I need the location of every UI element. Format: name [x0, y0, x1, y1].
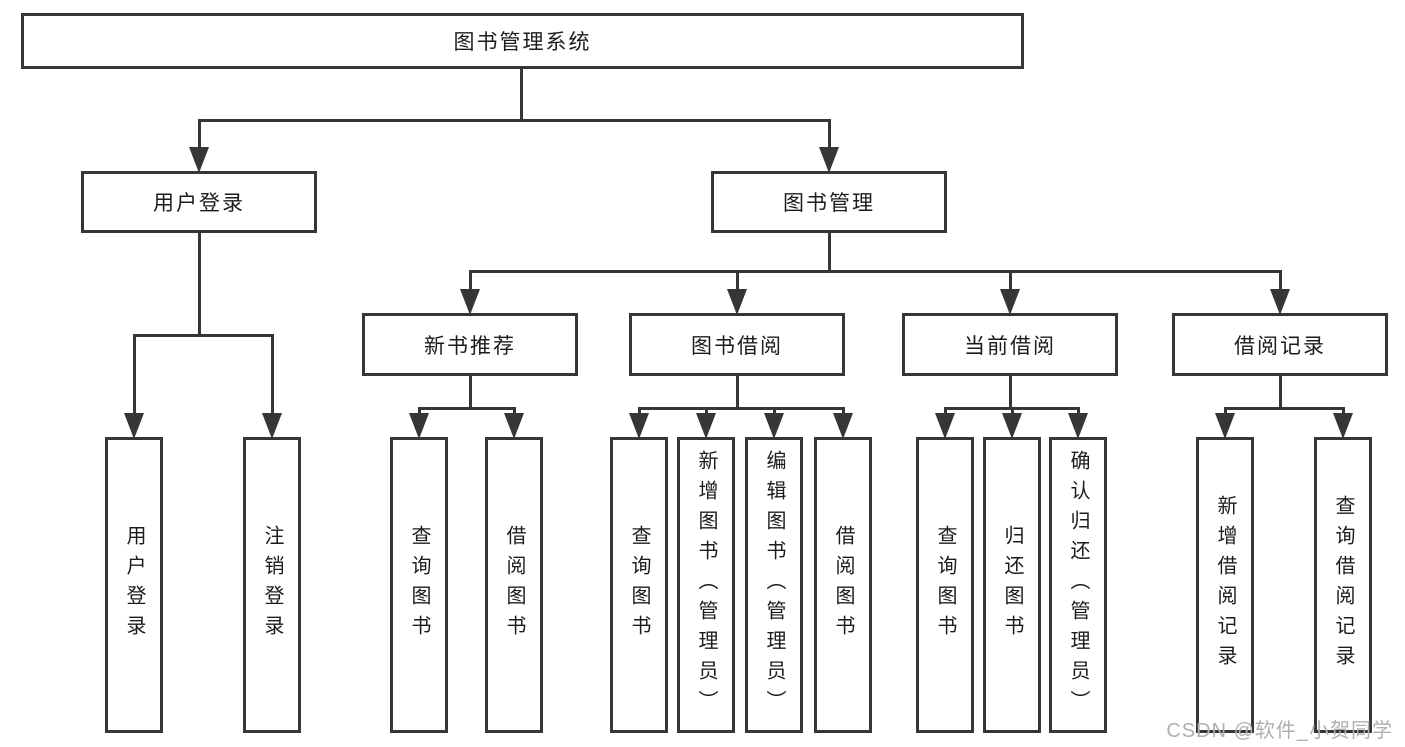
leaf-records-add-record-label: 新增借阅记录: [1214, 495, 1236, 675]
leaf-logout: 注销登录: [243, 437, 301, 733]
connector-line: [1279, 376, 1282, 409]
leaf-current-confirm-return-admin-label: 确认归还（管理员）: [1067, 450, 1089, 720]
leaf-borrow-borrow-books: 借阅图书: [814, 437, 872, 733]
watermark: CSDN @软件_小贺同学: [1166, 720, 1393, 742]
arrowhead-down-icon: [1215, 413, 1235, 439]
connector-line: [1009, 270, 1012, 291]
node-user-login: 用户登录: [81, 171, 317, 233]
leaf-logout-label: 注销登录: [261, 525, 283, 645]
connector-line: [736, 270, 739, 291]
arrowhead-down-icon: [764, 413, 784, 439]
node-current-borrow-label: 当前借阅: [964, 334, 1056, 358]
leaf-user-login-label: 用户登录: [123, 525, 145, 645]
node-new-book-recommend-label: 新书推荐: [424, 334, 516, 358]
node-system-root: 图书管理系统: [21, 13, 1024, 69]
leaf-records-query-record: 查询借阅记录: [1314, 437, 1372, 733]
arrowhead-down-icon: [1002, 413, 1022, 439]
leaf-current-return-books: 归还图书: [983, 437, 1041, 733]
connector-line: [198, 119, 201, 149]
arrowhead-down-icon: [409, 413, 429, 439]
arrowhead-down-icon: [696, 413, 716, 439]
leaf-recommend-query-books: 查询图书: [390, 437, 448, 733]
connector-line: [705, 407, 708, 415]
leaf-current-query-books-label: 查询图书: [934, 525, 956, 645]
node-borrow-records: 借阅记录: [1172, 313, 1388, 376]
node-book-management-label: 图书管理: [783, 192, 875, 215]
arrowhead-down-icon: [1333, 413, 1353, 439]
leaf-borrow-query-books: 查询图书: [610, 437, 668, 733]
arrowhead-down-icon: [1270, 289, 1290, 315]
leaf-borrow-add-books-admin-label: 新增图书（管理员）: [695, 450, 717, 720]
connector-line: [828, 119, 831, 149]
arrowhead-down-icon: [819, 147, 839, 173]
leaf-borrow-borrow-books-label: 借阅图书: [832, 525, 854, 645]
leaf-current-return-books-label: 归还图书: [1001, 525, 1023, 645]
node-system-root-label: 图书管理系统: [453, 31, 592, 54]
arrowhead-down-icon: [935, 413, 955, 439]
node-borrow-records-label: 借阅记录: [1234, 334, 1326, 358]
node-new-book-recommend: 新书推荐: [362, 313, 578, 376]
arrowhead-down-icon: [727, 289, 747, 315]
leaf-borrow-edit-books-admin: 编辑图书（管理员）: [745, 437, 803, 733]
connector-line: [469, 270, 472, 291]
node-book-borrow: 图书借阅: [629, 313, 845, 376]
node-user-login-label: 用户登录: [153, 192, 245, 215]
connector-line: [418, 407, 516, 410]
leaf-recommend-query-books-label: 查询图书: [408, 525, 430, 645]
leaf-records-query-record-label: 查询借阅记录: [1332, 495, 1354, 675]
connector-line: [638, 407, 641, 415]
arrowhead-down-icon: [629, 413, 649, 439]
arrowhead-down-icon: [833, 413, 853, 439]
leaf-borrow-add-books-admin: 新增图书（管理员）: [677, 437, 735, 733]
connector-line: [133, 334, 274, 337]
connector-line: [1342, 407, 1345, 415]
leaf-borrow-edit-books-admin-label: 编辑图书（管理员）: [763, 450, 785, 720]
leaf-current-query-books: 查询图书: [916, 437, 974, 733]
leaf-records-add-record: 新增借阅记录: [1196, 437, 1254, 733]
connector-line: [1009, 376, 1012, 409]
connector-line: [198, 119, 831, 122]
leaf-recommend-borrow-books-label: 借阅图书: [503, 525, 525, 645]
leaf-user-login: 用户登录: [105, 437, 163, 733]
arrowhead-down-icon: [262, 413, 282, 439]
arrowhead-down-icon: [189, 147, 209, 173]
connector-line: [520, 69, 523, 120]
connector-line: [1224, 407, 1227, 415]
connector-line: [638, 407, 845, 410]
leaf-borrow-query-books-label: 查询图书: [628, 525, 650, 645]
connector-line: [271, 334, 274, 415]
connector-line: [133, 334, 136, 415]
connector-line: [1011, 407, 1014, 415]
node-current-borrow: 当前借阅: [902, 313, 1118, 376]
connector-line: [828, 233, 831, 272]
leaf-recommend-borrow-books: 借阅图书: [485, 437, 543, 733]
node-book-borrow-label: 图书借阅: [691, 334, 783, 358]
connector-line: [469, 270, 1282, 273]
node-book-management: 图书管理: [711, 171, 947, 233]
connector-line: [469, 376, 472, 409]
connector-line: [736, 376, 739, 409]
connector-line: [1279, 270, 1282, 291]
connector-line: [418, 407, 421, 415]
arrowhead-down-icon: [124, 413, 144, 439]
arrowhead-down-icon: [1000, 289, 1020, 315]
arrowhead-down-icon: [460, 289, 480, 315]
connector-line: [1077, 407, 1080, 415]
leaf-current-confirm-return-admin: 确认归还（管理员）: [1049, 437, 1107, 733]
arrowhead-down-icon: [1068, 413, 1088, 439]
connector-line: [773, 407, 776, 415]
connector-line: [842, 407, 845, 415]
connector-line: [198, 233, 201, 336]
connector-line: [513, 407, 516, 415]
connector-line: [1224, 407, 1345, 410]
connector-line: [944, 407, 947, 415]
arrowhead-down-icon: [504, 413, 524, 439]
